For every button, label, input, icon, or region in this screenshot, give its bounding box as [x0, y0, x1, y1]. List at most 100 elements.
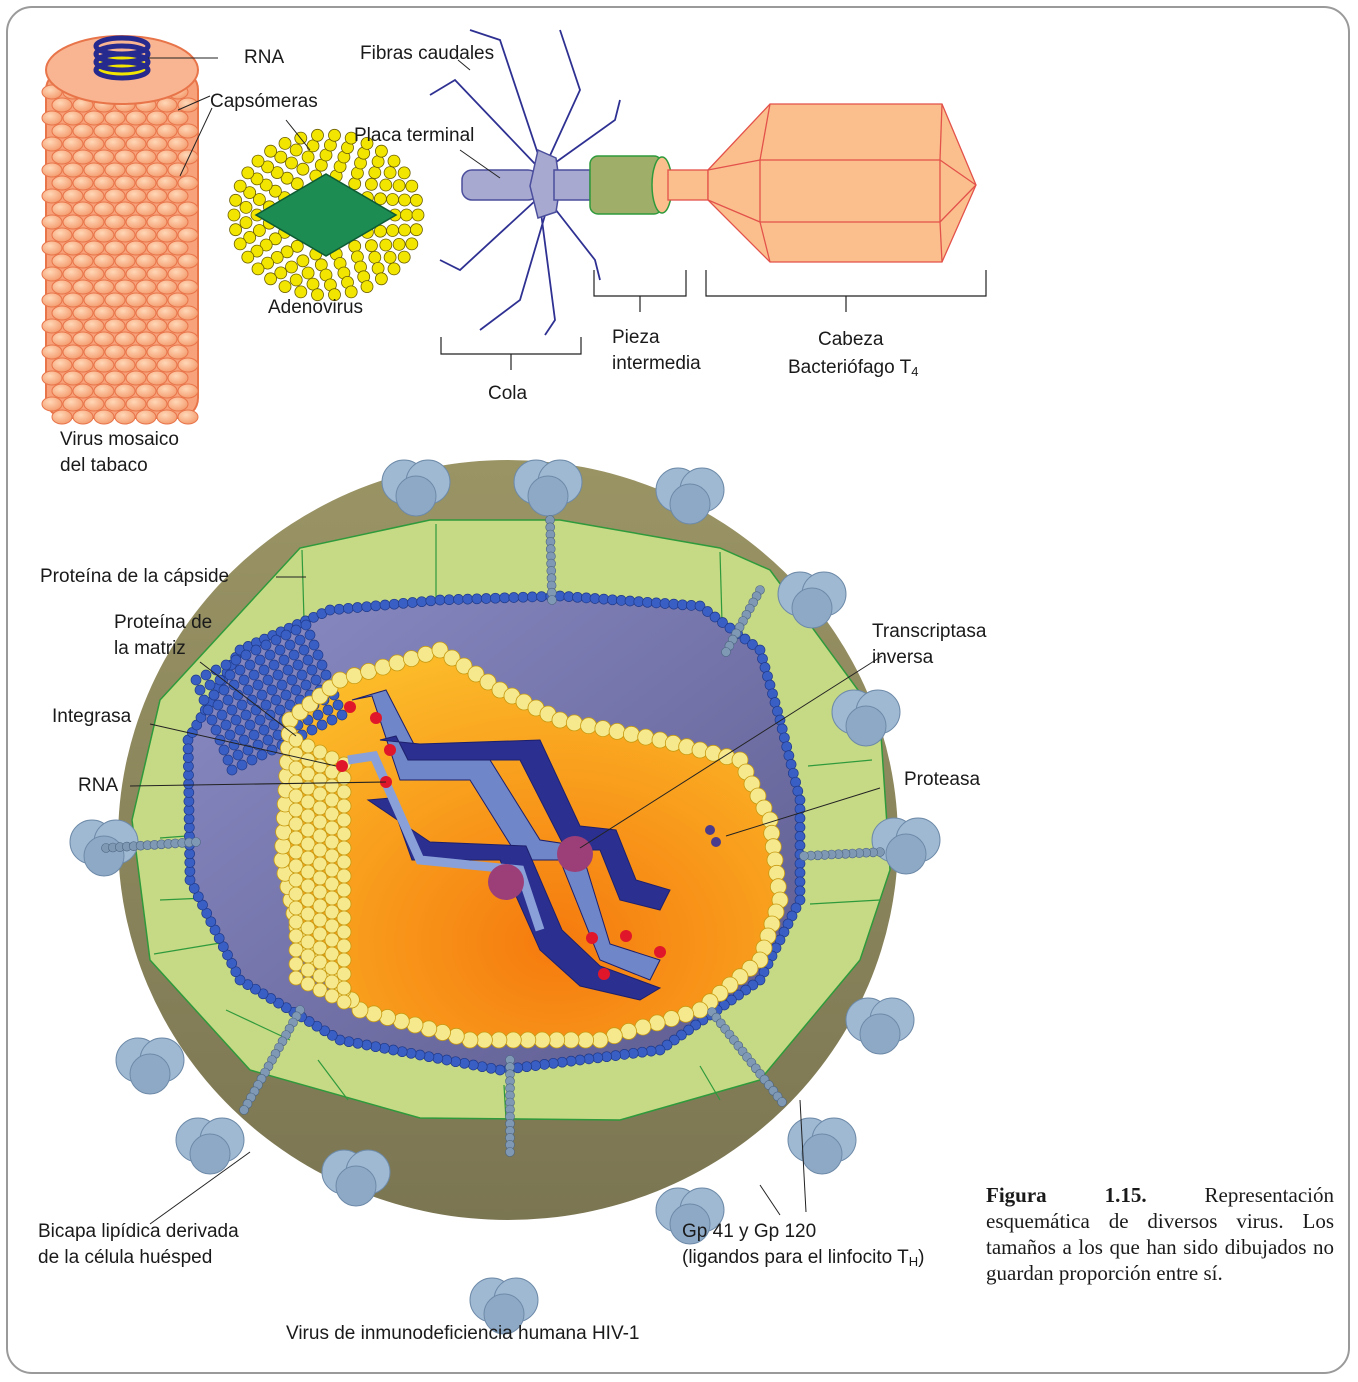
capsid-bead	[263, 735, 273, 745]
matrix-bead	[361, 663, 377, 679]
capsid-bead	[219, 745, 229, 755]
adenovirus-capsomere	[399, 224, 411, 236]
capsid-bead	[237, 760, 247, 770]
matrix-bead	[549, 1032, 565, 1048]
adenovirus-capsomere	[384, 167, 396, 179]
tmv-capsomere	[52, 332, 72, 346]
capsid-bead	[593, 1053, 603, 1063]
tmv-capsomere	[147, 241, 167, 255]
capsid-bead	[213, 700, 223, 710]
capsid-bead	[259, 725, 269, 735]
capsid-bead	[527, 592, 537, 602]
adenovirus-capsomere	[265, 145, 277, 157]
tmv-capsomere	[147, 397, 167, 411]
matrix-bead	[491, 1032, 507, 1048]
capsid-bead	[201, 670, 211, 680]
tmv-capsomere	[147, 137, 167, 151]
tmv-capsomere	[94, 176, 114, 190]
capsid-bead	[451, 1057, 461, 1067]
tmv-capsomere	[52, 202, 72, 216]
matrix-bead	[606, 1028, 622, 1044]
tmv-capsomere	[73, 306, 93, 320]
capsid-bead	[249, 730, 259, 740]
tmv-capsomere	[178, 228, 198, 242]
tmv-capsomere	[94, 410, 114, 424]
tmv-capsomere	[115, 280, 135, 294]
matrix-bead	[337, 925, 351, 939]
tmv-capsomere	[105, 189, 125, 203]
tmv-capsomere	[157, 410, 177, 424]
matrix-bead	[337, 841, 351, 855]
adenovirus-capsomere	[252, 155, 264, 167]
tmv-capsomere	[63, 189, 83, 203]
capsid-bead	[406, 1048, 416, 1058]
capsid-bead	[343, 603, 353, 613]
tmv-capsomere	[136, 410, 156, 424]
capsid-bead	[219, 685, 229, 695]
tmv-capsomere	[63, 345, 83, 359]
tmv-capsomere	[147, 189, 167, 203]
capsid-bead	[784, 751, 794, 761]
tmv-capsomere	[94, 228, 114, 242]
tmv-capsomere	[52, 306, 72, 320]
capsid-bead	[313, 650, 323, 660]
gp41-bead	[192, 838, 201, 847]
tmv-capsomere	[63, 319, 83, 333]
tmv-capsomere	[84, 293, 104, 307]
tmv-capsomere	[126, 345, 146, 359]
adenovirus-capsomere	[401, 209, 413, 221]
matrix-bead	[337, 981, 351, 995]
head-label: Cabeza	[818, 328, 884, 352]
tmv-capsomere	[178, 332, 198, 346]
matrix-bead	[534, 1032, 550, 1048]
tobacco-mosaic-virus	[42, 36, 218, 424]
adenovirus-capsomere	[410, 224, 422, 236]
capsid-bead	[472, 594, 482, 604]
matrix-bead	[337, 939, 351, 953]
capsid-bead	[433, 1053, 443, 1063]
adenovirus-capsomere	[329, 129, 341, 141]
tmv-capsomere	[84, 241, 104, 255]
capsid-bead	[398, 598, 408, 608]
capsid-bead	[760, 663, 770, 673]
tmv-capsomere	[84, 163, 104, 177]
capsid-bead	[584, 1054, 594, 1064]
capsid-bead	[786, 759, 796, 769]
capsid-bead	[317, 720, 327, 730]
capsid-bead	[275, 645, 285, 655]
capsid-bead	[793, 786, 803, 796]
adenovirus-capsomere	[398, 167, 410, 179]
capsid-bead	[241, 650, 251, 660]
tmv-capsomere	[126, 371, 146, 385]
capsid-bead	[770, 698, 780, 708]
capsid-bead	[307, 725, 317, 735]
matrix-bead	[609, 723, 625, 739]
tmv-capsomere	[73, 202, 93, 216]
gp-line2: (ligandos para el linfocito TH)	[682, 1246, 924, 1274]
capsid-bead	[486, 1063, 496, 1073]
capsid-bead	[417, 597, 427, 607]
tmv-capsomere	[157, 176, 177, 190]
tmv-capsomere	[94, 124, 114, 138]
tmv-capsomere	[136, 306, 156, 320]
tmv-capsomere	[178, 202, 198, 216]
gp120-lobe	[528, 476, 568, 516]
tmv-capsomere	[157, 306, 177, 320]
matrix-bead	[337, 995, 351, 1009]
capsid-bead	[301, 680, 311, 690]
tmv-capsomere	[147, 267, 167, 281]
adenovirus-capsomere	[406, 238, 418, 250]
capsid-bead	[221, 660, 231, 670]
capsid-bead	[279, 655, 289, 665]
tmv-capsomere	[105, 397, 125, 411]
tmv-capsomere	[52, 254, 72, 268]
capsid-bead	[380, 600, 390, 610]
capsid-bead	[795, 841, 805, 851]
tmv-capsomere	[157, 124, 177, 138]
tmv-capsomere	[168, 371, 188, 385]
tmv-capsomere	[105, 267, 125, 281]
tmv-capsomere	[84, 111, 104, 125]
matrix-bead	[337, 897, 351, 911]
capsid-bead	[353, 603, 363, 613]
capsid-bead	[791, 777, 801, 787]
